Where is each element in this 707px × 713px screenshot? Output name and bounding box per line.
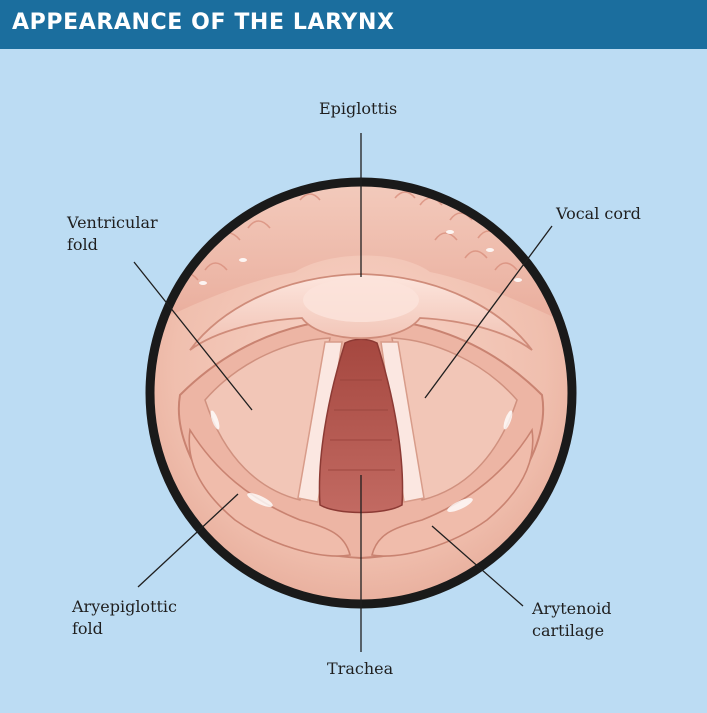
epiglottis-tip (303, 278, 419, 322)
label-ventricular-fold-line2: fold (67, 234, 158, 256)
label-ventricular-fold: Ventricular fold (67, 212, 158, 256)
label-aryepiglottic-fold-line2: fold (72, 618, 177, 640)
label-ventricular-fold-line1: Ventricular (67, 212, 158, 234)
label-trachea: Trachea (327, 658, 393, 680)
label-arytenoid-cartilage: Arytenoid cartilage (532, 598, 611, 642)
label-aryepiglottic-fold: Aryepiglottic fold (72, 596, 177, 640)
label-arytenoid-cartilage-line1: Arytenoid (532, 598, 611, 620)
label-vocal-cord: Vocal cord (556, 203, 641, 225)
label-aryepiglottic-fold-line1: Aryepiglottic (72, 596, 177, 618)
label-arytenoid-cartilage-line2: cartilage (532, 620, 611, 642)
label-epiglottis: Epiglottis (319, 98, 397, 120)
